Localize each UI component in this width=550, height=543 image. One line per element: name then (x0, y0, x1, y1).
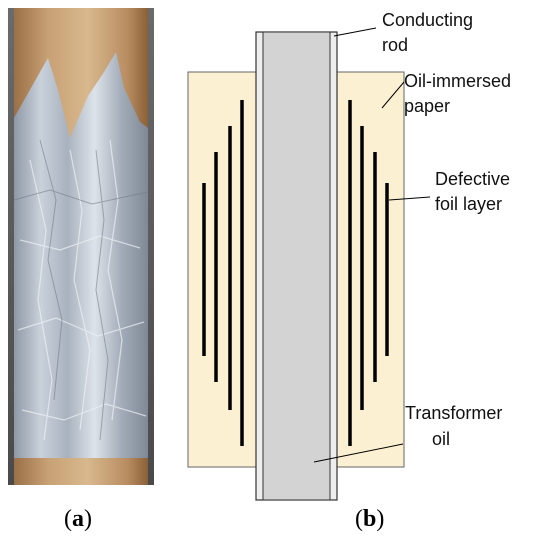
label-defective-foil-layer: Defective foil layer (435, 169, 515, 214)
foil-layers-right (348, 100, 389, 446)
label-conducting-rod-line2: rod (382, 35, 408, 55)
label-oil-immersed-paper-line2: paper (404, 96, 450, 116)
leader-conducting-rod (333, 27, 377, 37)
leader-defective-foil (388, 196, 431, 201)
caption-b-open: ( (355, 506, 363, 532)
caption-b-letter: b (363, 506, 377, 532)
label-conducting-rod-line1: Conducting (382, 10, 473, 30)
caption-b-close: ) (376, 506, 385, 532)
paper-right (336, 71, 405, 468)
caption-a-close: ) (84, 506, 92, 532)
label-oil-immersed-paper: Oil-immersed paper (404, 71, 516, 116)
photo-panel-a (8, 8, 154, 485)
caption-a-letter: a (72, 506, 84, 532)
foil-shadows (13, 139, 149, 441)
leader-transformer-oil (313, 443, 404, 463)
transformer-oil-core (262, 31, 331, 501)
label-conducting-rod: Conducting rod (382, 10, 478, 55)
leader-lines (313, 27, 431, 463)
leader-oil-immersed-paper (381, 81, 405, 109)
label-oil-immersed-paper-line1: Oil-immersed (404, 71, 511, 91)
caption-a: (a) (64, 506, 92, 533)
label-transformer-oil-line1: Transformer (405, 403, 502, 423)
label-defective-foil-line1: Defective (435, 169, 510, 189)
paper-left (187, 71, 257, 468)
label-defective-foil-line2: foil layer (435, 194, 502, 214)
foil-wrinkles (17, 139, 147, 441)
diagram-panel-b: Conducting rod Oil-immersed paper Defect… (187, 10, 516, 501)
caption-b: (b) (355, 506, 384, 533)
foil-layers-left (202, 100, 244, 446)
label-transformer-oil-line2: oil (432, 429, 450, 449)
caption-a-open: ( (64, 506, 72, 532)
aluminum-foil-wrap (14, 52, 148, 458)
label-transformer-oil: Transformer oil (405, 403, 507, 449)
